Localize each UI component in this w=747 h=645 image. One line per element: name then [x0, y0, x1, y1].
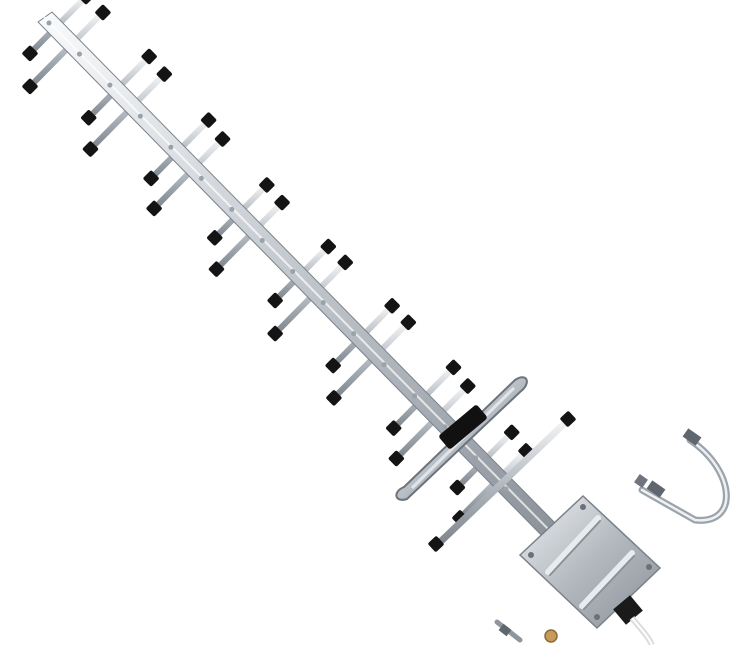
rod-end-cap [267, 292, 283, 309]
rivet [290, 269, 296, 275]
rod-end-cap [325, 357, 341, 374]
rivet [503, 486, 509, 492]
rod-end-cap [156, 66, 172, 82]
rivet [198, 175, 204, 181]
rivet [259, 237, 265, 243]
rod-end-cap [208, 261, 225, 277]
rod-end-cap [141, 48, 157, 65]
rod-end-cap [259, 177, 275, 193]
brass-connector [544, 629, 558, 643]
rod-end-cap [82, 141, 99, 157]
rod-end-cap [22, 45, 38, 62]
rod-end-cap [274, 194, 290, 211]
loose-screws [494, 619, 558, 643]
rivet [473, 455, 479, 461]
rod-end-cap [445, 359, 462, 376]
u-bolt [634, 428, 730, 524]
rivet [381, 362, 387, 368]
rivet [351, 331, 357, 337]
rod-end-cap [388, 450, 405, 467]
connector-housing [613, 595, 643, 625]
rod-end-cap [78, 0, 94, 5]
rod-end-cap [400, 314, 417, 331]
rod-end-cap [267, 325, 283, 342]
rod-end-cap [214, 131, 231, 147]
rod-end-cap [95, 4, 111, 21]
mount-plate [518, 494, 662, 630]
rod-end-cap [207, 230, 223, 246]
rivet [46, 20, 52, 26]
rivet [442, 424, 448, 430]
boom-rivets [46, 20, 509, 492]
u-bolt-nut [634, 474, 648, 488]
rod-end-cap [337, 254, 353, 271]
rivet [412, 393, 418, 399]
rod-end-cap [386, 420, 402, 436]
reflector-elements [428, 411, 576, 552]
u-bolt-nut [682, 428, 702, 446]
rivet [107, 82, 113, 88]
rod-end-cap [146, 200, 162, 217]
rivet [168, 144, 174, 150]
rod-end-cap [449, 479, 466, 496]
rod-end-cap [143, 170, 159, 187]
boom-highlight [43, 16, 554, 535]
rod-end-cap [326, 390, 342, 406]
rivet [320, 300, 326, 306]
dipole-clamp [439, 405, 487, 449]
rod-end-cap [384, 298, 400, 314]
rod-end-cap [81, 110, 97, 126]
rivet [137, 113, 143, 119]
rod-end-cap [200, 112, 217, 128]
rod-end-cap [320, 238, 336, 255]
rivet [229, 206, 235, 212]
u-bolt-nut [646, 480, 666, 498]
folded-dipole [395, 376, 528, 501]
rivet [76, 51, 82, 57]
rod-end-cap [22, 78, 38, 95]
rod-end-cap [504, 424, 520, 441]
rod-end-cap [460, 378, 476, 394]
